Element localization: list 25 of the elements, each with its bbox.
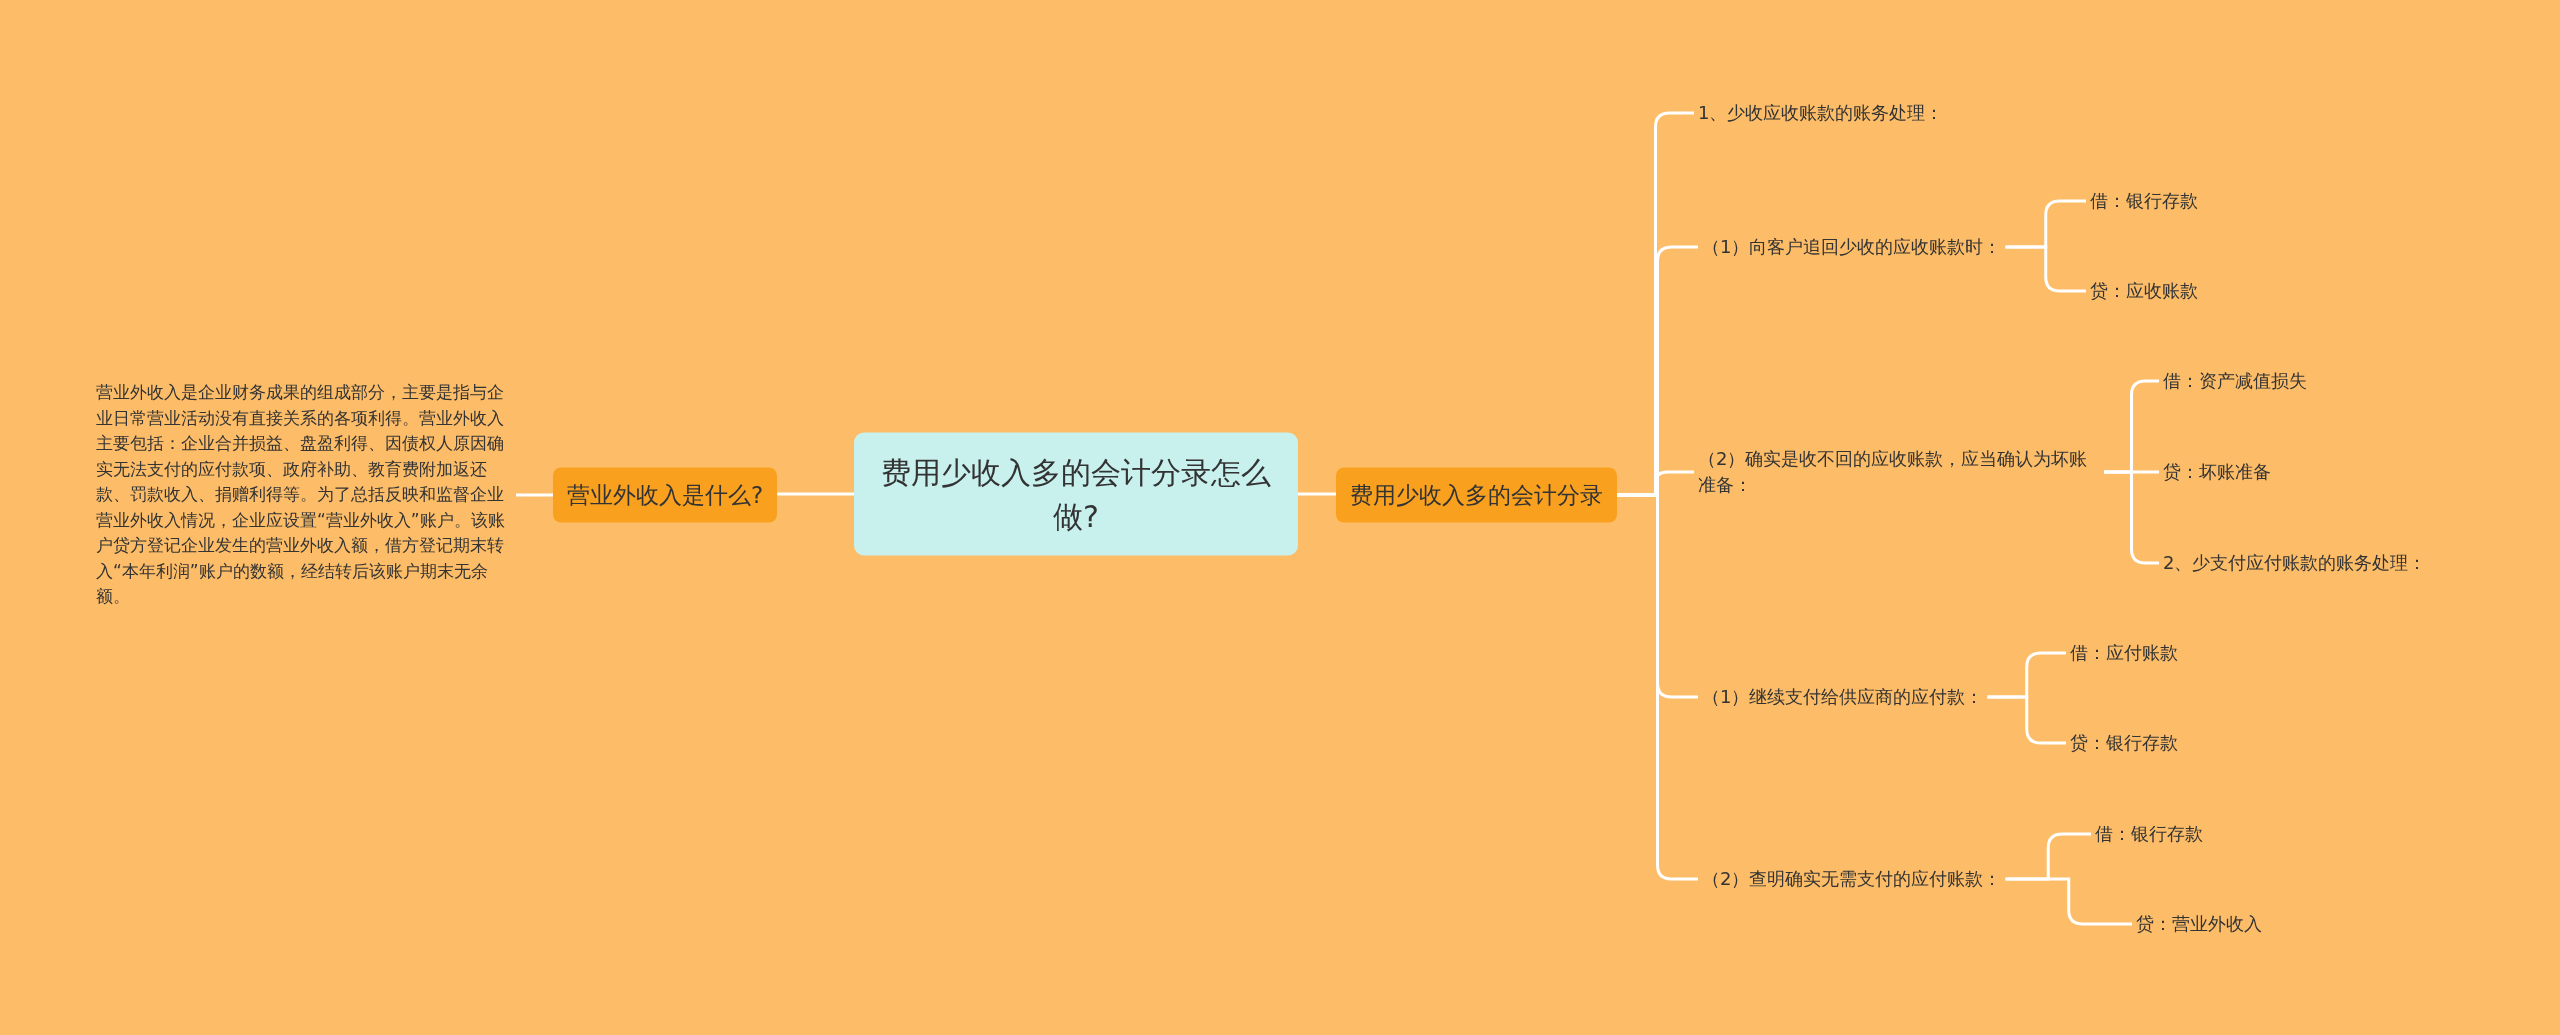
central-topic: 费用少收入多的会计分录怎么做?: [854, 432, 1298, 556]
description-text: 营业外收入是企业财务成果的组成部分，主要是指与企业日常营业活动没有直接关系的各项利得。营业外收入主要包括：企业合并损益、盘盈利得、因债权人原因确实无法支付的应付款项、政府补助、教育费附加返还款、罚款收入、捐赠利得等。为了总括反映和监督企业营业外收入情况，企业应设置“营业外收入”账户。该账户贷方登记企业发生的营业外收入额，借方登记期末转入“本年利润”账户的数额，经结转后该账户期末无余额。: [96, 378, 516, 612]
branch-topic: 费用少收入多的会计分录: [1336, 467, 1617, 523]
subtopic-text: 贷：银行存款: [2066, 729, 2182, 757]
subtopic-text: 贷：营业外收入: [2132, 910, 2266, 938]
connector-line: [1617, 493, 1698, 881]
subtopic-text: 1、少收应收账款的账务处理：: [1694, 99, 1948, 127]
connector-line: [516, 493, 553, 497]
subtopic-text: 贷：坏账准备: [2159, 458, 2275, 486]
subtopic-text: 借：资产减值损失: [2159, 367, 2311, 395]
subtopic-text: 借：银行存款: [2091, 820, 2207, 848]
branch-topic: 营业外收入是什么?: [553, 467, 778, 523]
subtopic-text: 贷：应收账款: [2086, 277, 2202, 305]
subtopic-text: （2）确实是收不回的应收账款，应当确认为坏账准备：: [1694, 444, 2104, 500]
connector-line: [777, 492, 854, 496]
connector-line: [2005, 245, 2086, 293]
connector-line: [1987, 695, 2066, 745]
connector-line: [1298, 492, 1336, 496]
subtopic-text: 借：应付账款: [2066, 639, 2182, 667]
subtopic-text: （2）查明确实无需支付的应付账款：: [1698, 865, 2006, 893]
subtopic-text: （1）向客户追回少收的应收账款时：: [1698, 233, 2006, 261]
subtopic-text: 2、少支付应付账款的账务处理：: [2159, 549, 2431, 577]
subtopic-text: （1）继续支付给供应商的应付款：: [1698, 683, 1988, 711]
connector-line: [2005, 877, 2132, 926]
subtopic-text: 借：银行存款: [2086, 187, 2202, 215]
